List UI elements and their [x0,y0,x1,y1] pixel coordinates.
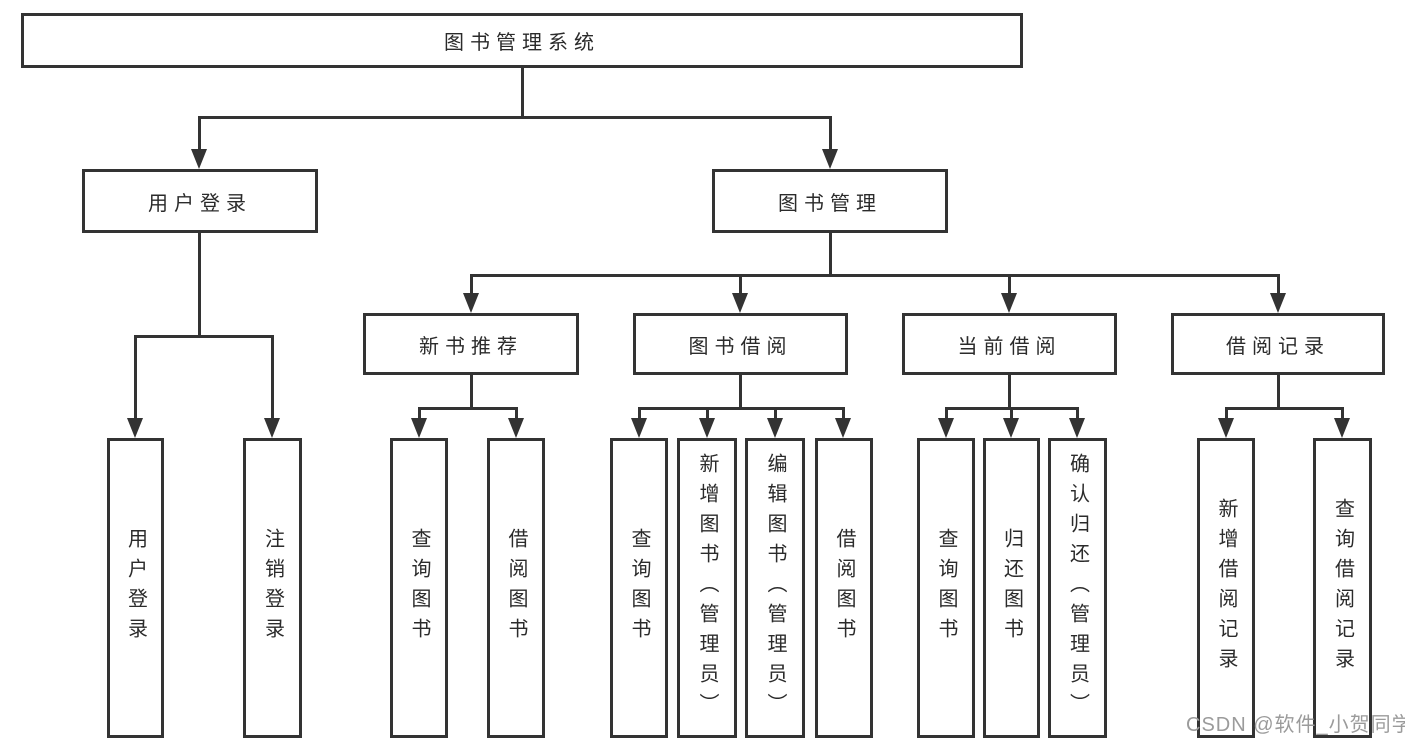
leaf-user-login-label: 用户登录 [124,528,147,648]
leaf-query-borrow-record: 查询借阅记录 [1313,438,1372,738]
connector-line [470,375,473,407]
leaf-query-books-borrowing: 查询图书 [610,438,668,738]
leaf-borrow-books-borrowing-label: 借阅图书 [833,528,855,648]
node-current-borrowing: 当前借阅 [902,313,1117,375]
node-root-label: 图书管理系统 [444,32,600,54]
leaf-edit-books-admin: 编辑图书（管理员） [745,438,805,738]
arrow-down-icon [127,418,143,438]
arrow-down-icon [1270,293,1286,313]
connector-line [271,335,274,419]
connector-line [521,68,524,116]
node-book-management-label: 图书管理 [778,192,882,215]
arrow-down-icon [732,293,748,313]
connector-line [1008,375,1011,407]
connector-line [418,407,518,410]
connector-line [198,116,201,150]
connector-line [1225,407,1343,410]
node-borrowing-records-label: 借阅记录 [1226,335,1330,358]
leaf-query-books-borrowing-label: 查询图书 [628,528,650,648]
leaf-borrow-books-recommend-label: 借阅图书 [505,528,527,648]
connector-line [842,407,845,419]
leaf-borrow-books-borrowing: 借阅图书 [815,438,873,738]
leaf-query-books-recommend: 查询图书 [390,438,448,738]
leaf-user-login: 用户登录 [107,438,164,738]
node-current-borrowing-label: 当前借阅 [957,335,1062,358]
leaf-edit-books-admin-label: 编辑图书（管理员） [764,453,786,723]
connector-line [638,407,845,410]
arrow-down-icon [1334,418,1350,438]
leaf-confirm-return-admin-label: 确认归还（管理员） [1066,453,1089,723]
connector-line [829,116,832,150]
leaf-return-books: 归还图书 [983,438,1040,738]
node-borrowing-records: 借阅记录 [1171,313,1385,375]
node-book-borrowing-label: 图书借阅 [688,335,793,358]
leaf-query-books-current: 查询图书 [917,438,975,738]
arrow-down-icon [1069,418,1085,438]
csdn-watermark: CSDN @软件_小贺同学 [1186,714,1405,736]
connector-line [774,407,777,419]
leaf-query-borrow-record-label: 查询借阅记录 [1331,498,1354,678]
leaf-add-borrow-record-label: 新增借阅记录 [1215,498,1237,678]
connector-line [1225,407,1228,419]
leaf-query-books-current-label: 查询图书 [935,528,957,648]
arrow-down-icon [508,418,524,438]
leaf-add-books-admin-label: 新增图书（管理员） [696,453,718,723]
connector-line [134,335,274,338]
connector-line [1277,375,1280,407]
connector-line [829,233,832,274]
arrow-down-icon [411,418,427,438]
node-book-management: 图书管理 [712,169,948,233]
node-book-borrowing: 图书借阅 [633,313,848,375]
arrow-down-icon [1001,293,1017,313]
arrow-down-icon [938,418,954,438]
arrow-down-icon [1218,418,1234,438]
node-new-book-recommend: 新书推荐 [363,313,579,375]
leaf-borrow-books-recommend: 借阅图书 [487,438,545,738]
connector-line [470,274,473,295]
connector-line [1341,407,1344,419]
arrow-down-icon [1003,418,1019,438]
connector-line [1076,407,1079,419]
leaf-logout: 注销登录 [243,438,302,738]
leaf-add-borrow-record: 新增借阅记录 [1197,438,1255,738]
arrow-down-icon [835,418,851,438]
arrow-down-icon [767,418,783,438]
node-user-login: 用户登录 [82,169,318,233]
connector-line [1010,407,1013,419]
node-root: 图书管理系统 [21,13,1023,68]
leaf-logout-label: 注销登录 [261,528,284,648]
connector-line [198,233,201,335]
leaf-confirm-return-admin: 确认归还（管理员） [1048,438,1107,738]
connector-line [418,407,421,419]
leaf-return-books-label: 归还图书 [1000,528,1023,648]
connector-line [470,274,1279,277]
leaf-query-books-recommend-label: 查询图书 [408,528,430,648]
arrow-down-icon [463,293,479,313]
connector-line [739,274,742,295]
connector-line [134,335,137,419]
arrow-down-icon [699,418,715,438]
connector-line [198,116,831,119]
arrow-down-icon [191,149,207,169]
connector-line [1277,274,1280,295]
arrow-down-icon [631,418,647,438]
node-user-login-label: 用户登录 [148,192,252,215]
arrow-down-icon [264,418,280,438]
node-new-book-recommend-label: 新书推荐 [419,335,523,358]
connector-line [1008,274,1011,295]
connector-line [706,407,709,419]
arrow-down-icon [822,149,838,169]
connector-line [945,407,948,419]
leaf-add-books-admin: 新增图书（管理员） [677,438,737,738]
connector-line [515,407,518,419]
connector-line [638,407,641,419]
connector-line [739,375,742,407]
